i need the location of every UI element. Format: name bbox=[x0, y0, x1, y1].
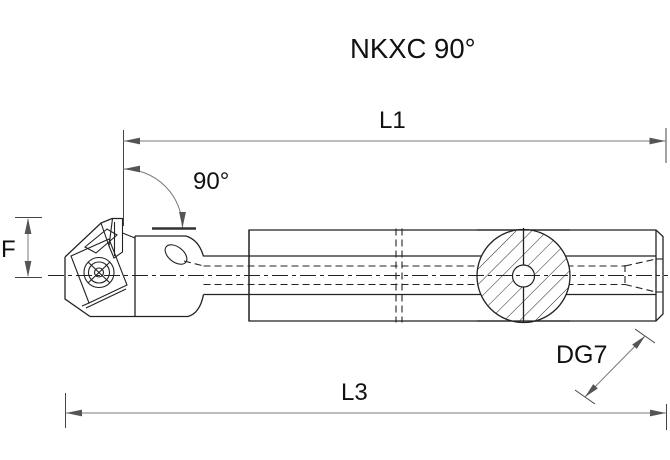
coolant-slot bbox=[164, 244, 188, 265]
dimension-f: F bbox=[1, 217, 42, 278]
l1-label: L1 bbox=[379, 107, 406, 134]
tool-insert bbox=[70, 238, 128, 309]
dimension-l1: L1 bbox=[123, 107, 667, 226]
tool-head bbox=[64, 217, 136, 318]
insert-clamp bbox=[84, 217, 124, 259]
angle-label: 90° bbox=[193, 168, 229, 195]
shank-body bbox=[183, 228, 664, 323]
l3-label: L3 bbox=[341, 379, 368, 406]
dimension-angle: 90° bbox=[123, 165, 229, 230]
dimension-bore: DG7 bbox=[556, 328, 656, 405]
bore-label: DG7 bbox=[556, 341, 607, 369]
dimension-l3: L3 bbox=[65, 379, 667, 430]
f-label: F bbox=[1, 236, 16, 263]
neck-section bbox=[90, 235, 205, 318]
insert-screw-icon bbox=[83, 256, 115, 289]
drawing-title: NKXC 90° bbox=[350, 33, 476, 64]
